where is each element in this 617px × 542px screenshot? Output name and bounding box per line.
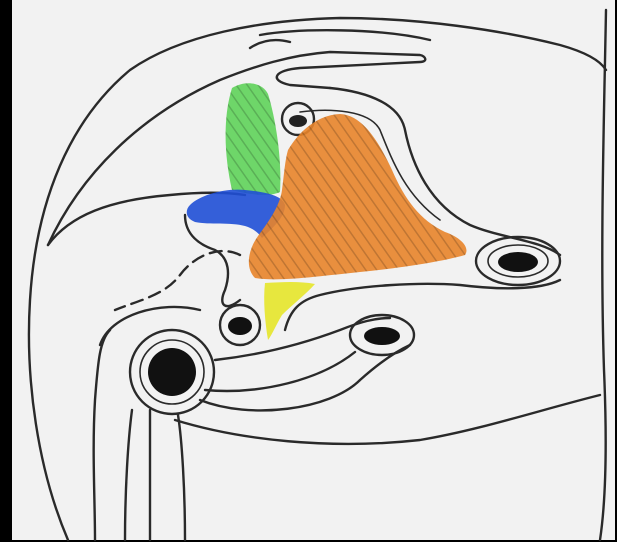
bowel-right-lumen xyxy=(498,252,538,272)
colon-arm-lumen xyxy=(364,327,400,345)
vessel-upper-lumen xyxy=(289,115,307,127)
bowel-left-lumen xyxy=(148,348,196,396)
vessel-middle-lumen xyxy=(228,317,252,335)
